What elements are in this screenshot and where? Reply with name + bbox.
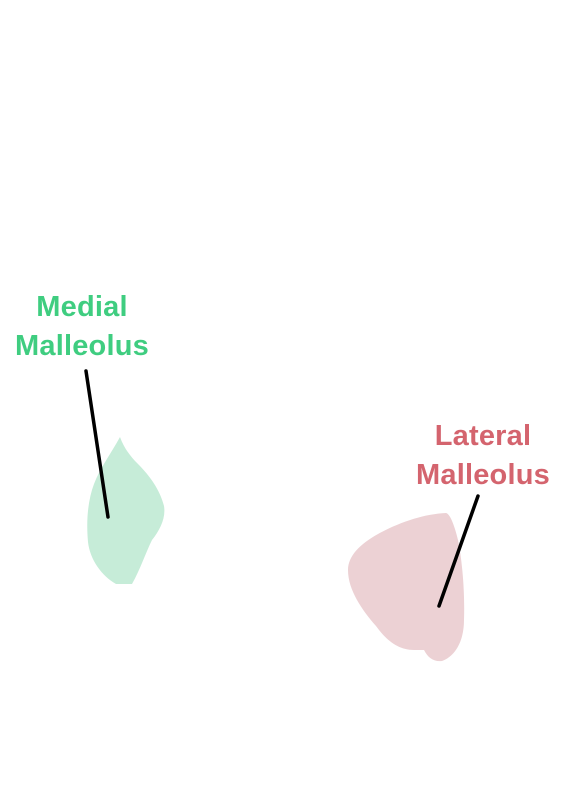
lateral-label-line1: Lateral bbox=[434, 420, 532, 452]
lateral-malleolus-label: Lateral Malleolus bbox=[402, 417, 564, 495]
lateral-label-line2: Malleolus bbox=[416, 459, 550, 491]
medial-label-line2: Malleolus bbox=[15, 330, 149, 362]
lateral-malleolus-shape bbox=[348, 513, 465, 662]
medial-leader-line bbox=[84, 369, 110, 519]
medial-label-line1: Medial bbox=[36, 291, 128, 323]
lateral-leader-line bbox=[437, 494, 480, 608]
medial-malleolus-shape bbox=[87, 437, 165, 584]
medial-malleolus-label: Medial Malleolus bbox=[0, 288, 164, 366]
